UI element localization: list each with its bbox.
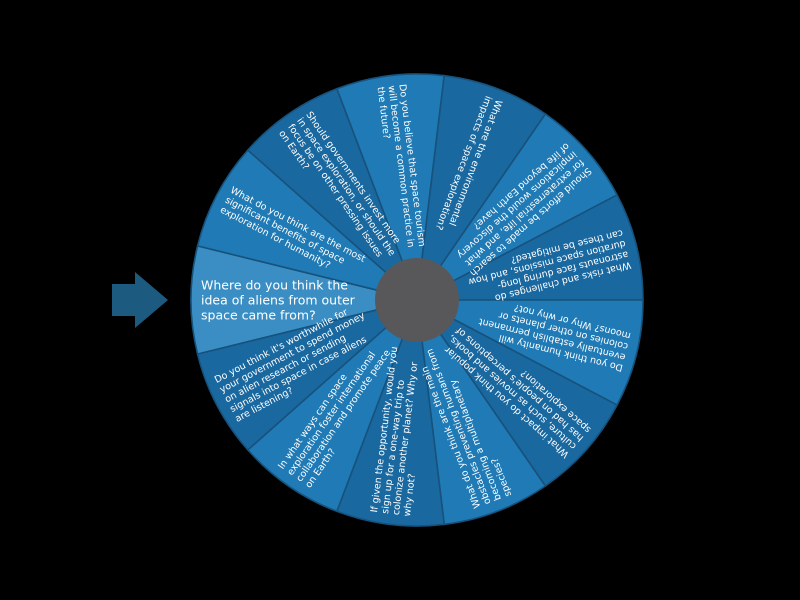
wheel-segment[interactable] [196,149,418,301]
wheel-segment[interactable] [335,73,446,301]
wheel-segment[interactable] [416,193,644,301]
wheel-hub[interactable] [375,258,459,342]
wheel-wedges [190,73,644,527]
wheel-segment[interactable] [416,74,547,301]
wheel-segment[interactable] [196,299,418,451]
wheel-segment[interactable] [246,299,418,513]
wheel-segment[interactable] [416,299,547,526]
wheel-segment[interactable] [246,87,418,301]
arrow-right-icon [112,272,168,328]
wheel-segment[interactable] [416,299,619,488]
wheel-segment[interactable] [416,112,619,301]
wheel-segment[interactable] [190,244,418,356]
wheel-segment[interactable] [335,299,446,527]
wheel-segment[interactable] [416,299,644,407]
